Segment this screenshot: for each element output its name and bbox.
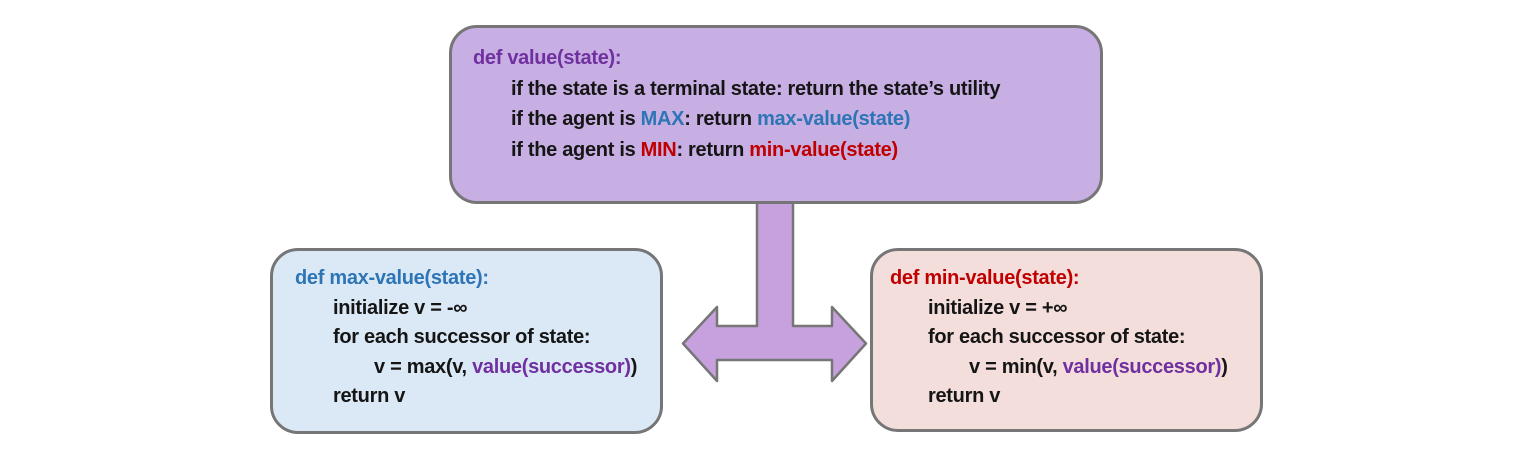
min-loop-line: for each successor of state:: [928, 326, 1186, 348]
min-box-title: def min-value(state):: [890, 267, 1080, 289]
value-max-line-mid: : return: [684, 108, 758, 130]
min-update-pre: v = min(v,: [969, 355, 1063, 378]
value-min-line-mid: : return: [676, 138, 750, 161]
value-min-line: if the agent is MIN: return min-value(st…: [473, 135, 1100, 166]
max-loop-line: for each successor of state:: [333, 326, 591, 348]
max-update-call: value(successor): [472, 355, 631, 378]
value-max-line: if the agent is MAX: return max-value(st…: [473, 104, 1100, 135]
min-update-line: v = min(v, value(successor)): [890, 353, 1260, 383]
min-update-post: ): [1221, 355, 1228, 378]
value-max-call: max-value(state): [757, 108, 911, 130]
max-return-line: return v: [333, 385, 406, 407]
value-max-agent: MAX: [640, 108, 685, 130]
value-min-call: min-value(state): [749, 138, 898, 161]
max-update-post: ): [630, 355, 638, 378]
max-update-line: v = max(v, value(successor)): [295, 353, 660, 383]
max-box-title: def max-value(state):: [295, 267, 489, 289]
value-min-agent: MIN: [640, 138, 677, 161]
min-value-function-box: def min-value(state): initialize v = +∞ …: [870, 248, 1263, 432]
max-init-line: initialize v = -∞: [333, 296, 468, 319]
value-max-line-prefix: if the agent is: [511, 108, 641, 130]
value-box-title: def value(state):: [473, 47, 622, 69]
max-value-function-box: def max-value(state): initialize v = -∞ …: [270, 248, 663, 434]
min-init-line: initialize v = +∞: [928, 296, 1068, 319]
value-function-box: def value(state): if the state is a term…: [449, 25, 1103, 204]
min-return-line: return v: [928, 385, 1001, 407]
value-min-line-prefix: if the agent is: [511, 138, 641, 161]
value-terminal-line: if the state is a terminal state: return…: [511, 77, 1001, 100]
min-update-call: value(successor): [1062, 355, 1222, 378]
max-update-pre: v = max(v,: [374, 355, 473, 378]
